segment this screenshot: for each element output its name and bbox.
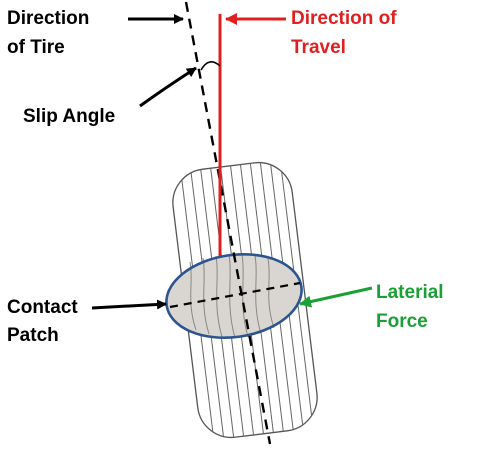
contact-patch-label-line2: Patch xyxy=(7,325,59,346)
direction-of-travel-label-line1: Direction of xyxy=(291,8,397,29)
lateral-force-arrow xyxy=(299,286,373,308)
contact-patch-label-line1: Contact xyxy=(7,297,78,318)
slip-angle-arc xyxy=(200,61,221,71)
lateral-force-label-line1: Laterial xyxy=(376,282,444,303)
contact-patch-arrow xyxy=(91,299,167,310)
slip-angle-arrow xyxy=(139,66,197,108)
patch-deformed-tread xyxy=(189,254,275,339)
slip-angle-label: Slip Angle xyxy=(23,106,116,127)
lateral-force-label-line2: Force xyxy=(376,311,428,332)
tire-heading-line xyxy=(184,1,272,445)
direction-of-tire-label-line2: of Tire xyxy=(7,37,65,58)
direction-of-tire-label-line1: Direction xyxy=(7,8,90,29)
direction-of-travel-label-line2: Travel xyxy=(291,37,346,58)
